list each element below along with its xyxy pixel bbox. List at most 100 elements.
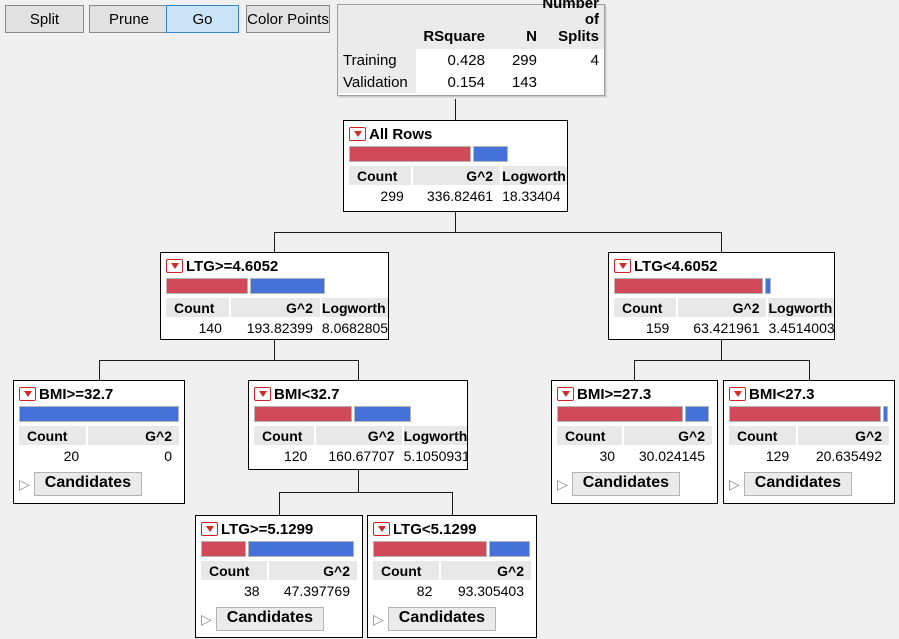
g2-header: G^2 (230, 298, 320, 317)
candidates-button[interactable]: Candidates (387, 607, 497, 631)
red-bar-segment (373, 541, 487, 557)
node-title: LTG<4.6052 (634, 257, 718, 275)
n-value: 143 (511, 73, 537, 91)
rsquare-value: 0.154 (447, 73, 485, 91)
g2-header: G^2 (798, 426, 889, 445)
tree-node-ltg-ge-5-1299: LTG>=5.1299 Count G^2 38 47.397769 ▷ Can… (195, 515, 363, 638)
g2-header: G^2 (678, 298, 767, 317)
proportion-bar (729, 406, 889, 422)
prune-button[interactable]: Prune (89, 5, 169, 33)
connector-line (455, 99, 456, 120)
red-bar-segment (166, 278, 248, 294)
count-value: 140 (198, 319, 222, 336)
blue-bar-segment (249, 278, 325, 294)
node-title: BMI>=32.7 (39, 385, 114, 403)
disclosure-triangle-icon[interactable]: ▷ (19, 476, 30, 492)
color-points-button[interactable]: Color Points (246, 5, 330, 33)
disclosure-triangle-icon[interactable]: ▷ (557, 476, 568, 492)
g2-header: G^2 (268, 561, 357, 580)
proportion-bar (373, 541, 531, 557)
blue-bar-segment (353, 406, 412, 422)
node-title: LTG>=5.1299 (221, 520, 314, 538)
g2-value: 20.635492 (815, 447, 882, 464)
red-bar-segment (201, 541, 247, 557)
blue-bar-segment (488, 541, 530, 557)
logworth-value: 8.0682805 (321, 319, 389, 336)
proportion-bar (349, 146, 509, 162)
split-button[interactable]: Split (5, 5, 84, 33)
connector-line (634, 360, 809, 361)
logworth-value: 3.4514003 (768, 319, 835, 336)
red-bar-segment (349, 146, 471, 162)
table-row: Training 0.428 299 4 (338, 49, 604, 71)
blue-bar-segment (248, 541, 355, 557)
g2-header: G^2 (412, 166, 501, 185)
candidates-button[interactable]: Candidates (215, 607, 325, 631)
g2-value: 93.305403 (457, 582, 524, 599)
table-header-row: RSquare N Number of Splits (338, 0, 604, 49)
red-triangle-menu-icon[interactable] (557, 387, 574, 401)
blue-bar-segment (684, 406, 710, 422)
connector-line (809, 360, 810, 380)
g2-value: 160.67707 (328, 447, 395, 464)
proportion-bar (254, 406, 414, 422)
header-rsquare: RSquare (416, 5, 490, 49)
connector-line (452, 492, 453, 515)
red-bar-segment (729, 406, 881, 422)
red-triangle-menu-icon[interactable] (19, 387, 36, 401)
g2-value: 0 (164, 447, 172, 464)
header-number-of-splits: Number of Splits (542, 0, 604, 49)
g2-value: 47.397769 (283, 582, 350, 599)
red-triangle-menu-icon[interactable] (349, 127, 366, 141)
connector-line (274, 340, 275, 360)
red-triangle-menu-icon[interactable] (201, 522, 218, 536)
candidates-button[interactable]: Candidates (743, 472, 853, 496)
red-triangle-menu-icon[interactable] (254, 387, 271, 401)
splits-value: 4 (590, 51, 599, 69)
candidates-button[interactable]: Candidates (33, 472, 143, 496)
disclosure-triangle-icon[interactable]: ▷ (373, 611, 384, 627)
connector-line (634, 360, 635, 380)
go-button[interactable]: Go (166, 5, 239, 33)
connector-line (455, 212, 456, 232)
disclosure-triangle-icon[interactable]: ▷ (729, 476, 740, 492)
fit-statistics-table: RSquare N Number of Splits Training 0.42… (337, 0, 605, 96)
count-value: 159 (645, 319, 670, 336)
connector-line (274, 232, 722, 233)
tree-node-bmi-ge-27-3: BMI>=27.3 Count G^2 30 30.024145 ▷ Candi… (551, 380, 718, 504)
red-bar-segment (557, 406, 683, 422)
g2-header: G^2 (88, 426, 179, 445)
proportion-bar (614, 278, 774, 294)
node-title: LTG>=4.6052 (186, 257, 279, 275)
g2-header: G^2 (316, 426, 402, 445)
table-row: Validation 0.154 143 (338, 71, 604, 93)
g2-header: G^2 (441, 561, 531, 580)
count-header: Count (373, 561, 440, 580)
node-title: BMI>=27.3 (577, 385, 652, 403)
row-label: Training (338, 49, 416, 71)
splits-value (542, 71, 604, 93)
count-header: Count (19, 426, 87, 445)
red-triangle-menu-icon[interactable] (373, 522, 390, 536)
logworth-header: Logworth (403, 426, 467, 445)
tree-node-bmi-lt-32-7: BMI<32.7 Count G^2 Logworth 120 160.6770… (248, 380, 468, 470)
tree-node-bmi-ge-32-7: BMI>=32.7 Count G^2 20 0 ▷ Candidates (13, 380, 185, 504)
connector-line (279, 492, 452, 493)
node-title: BMI<27.3 (749, 385, 815, 403)
red-triangle-menu-icon[interactable] (166, 259, 183, 273)
logworth-header: Logworth (768, 298, 834, 317)
red-triangle-menu-icon[interactable] (614, 259, 631, 273)
blue-bar-segment (883, 406, 888, 422)
count-header: Count (166, 298, 229, 317)
red-bar-segment (614, 278, 763, 294)
n-value: 299 (511, 51, 537, 69)
node-title: LTG<5.1299 (393, 520, 477, 538)
logworth-value: 18.33404 (502, 187, 561, 204)
count-value: 120 (283, 447, 308, 464)
disclosure-triangle-icon[interactable]: ▷ (201, 611, 212, 627)
tree-node-ltg-lt-4-6052: LTG<4.6052 Count G^2 Logworth 159 63.421… (608, 252, 835, 340)
candidates-button[interactable]: Candidates (571, 472, 681, 496)
node-title: BMI<32.7 (274, 385, 340, 403)
count-header: Count (349, 166, 411, 185)
red-triangle-menu-icon[interactable] (729, 387, 746, 401)
